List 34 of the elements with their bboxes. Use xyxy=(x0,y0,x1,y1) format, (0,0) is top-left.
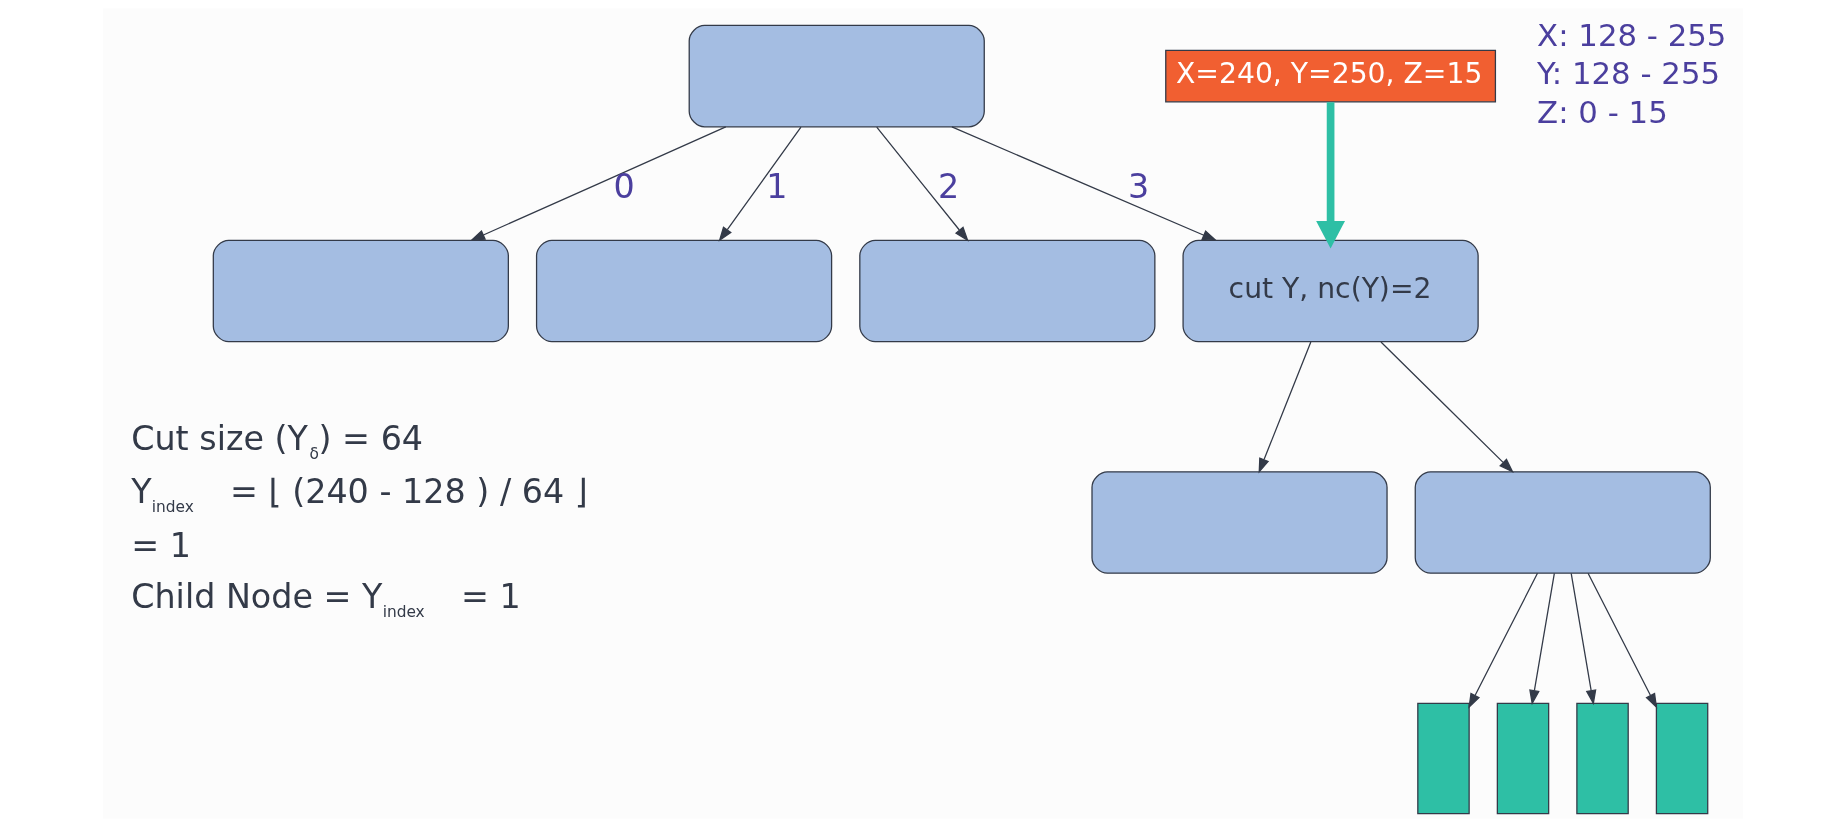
node-box xyxy=(535,239,832,343)
arrow xyxy=(718,126,802,242)
label: Y: 128 - 255 xyxy=(1536,55,1720,92)
arrow xyxy=(1528,572,1555,706)
node-box xyxy=(858,239,1155,343)
node-box xyxy=(1416,702,1470,815)
arrow xyxy=(1258,341,1311,474)
arrow xyxy=(469,126,726,242)
node-box xyxy=(1575,702,1629,815)
node-box xyxy=(1414,471,1711,574)
node-box: X=240, Y=250, Z=15 xyxy=(1164,49,1496,103)
label: = 1 xyxy=(130,525,191,565)
edge-label: 3 xyxy=(1127,166,1149,206)
edge-label: 2 xyxy=(937,166,959,206)
node-box xyxy=(1090,471,1388,574)
label: X: 128 - 255 xyxy=(1536,16,1726,53)
label: Cut size (Y$_{δ}$) = 64 xyxy=(130,419,423,464)
label: Child Node = Y$_{index}$ = 1 xyxy=(130,577,521,622)
arrow xyxy=(1570,572,1596,706)
label: Y$_{index}$ = ⌊ (240 - 128 ) / 64 ⌋ xyxy=(130,472,588,517)
arrow xyxy=(1315,102,1345,249)
arrow xyxy=(1586,572,1657,709)
label: Z: 0 - 15 xyxy=(1536,93,1668,130)
edge-label: 1 xyxy=(765,166,787,206)
node-box: cut Y, nc(Y)=2 xyxy=(1181,239,1479,343)
arrow xyxy=(1467,572,1538,709)
node-box xyxy=(1655,702,1708,815)
edge-label: 0 xyxy=(613,166,635,206)
node-box xyxy=(212,239,509,343)
arrow xyxy=(1379,341,1514,473)
node-box xyxy=(1496,702,1549,815)
arrow xyxy=(950,126,1217,242)
arrow xyxy=(875,126,969,242)
node-box xyxy=(688,24,985,128)
